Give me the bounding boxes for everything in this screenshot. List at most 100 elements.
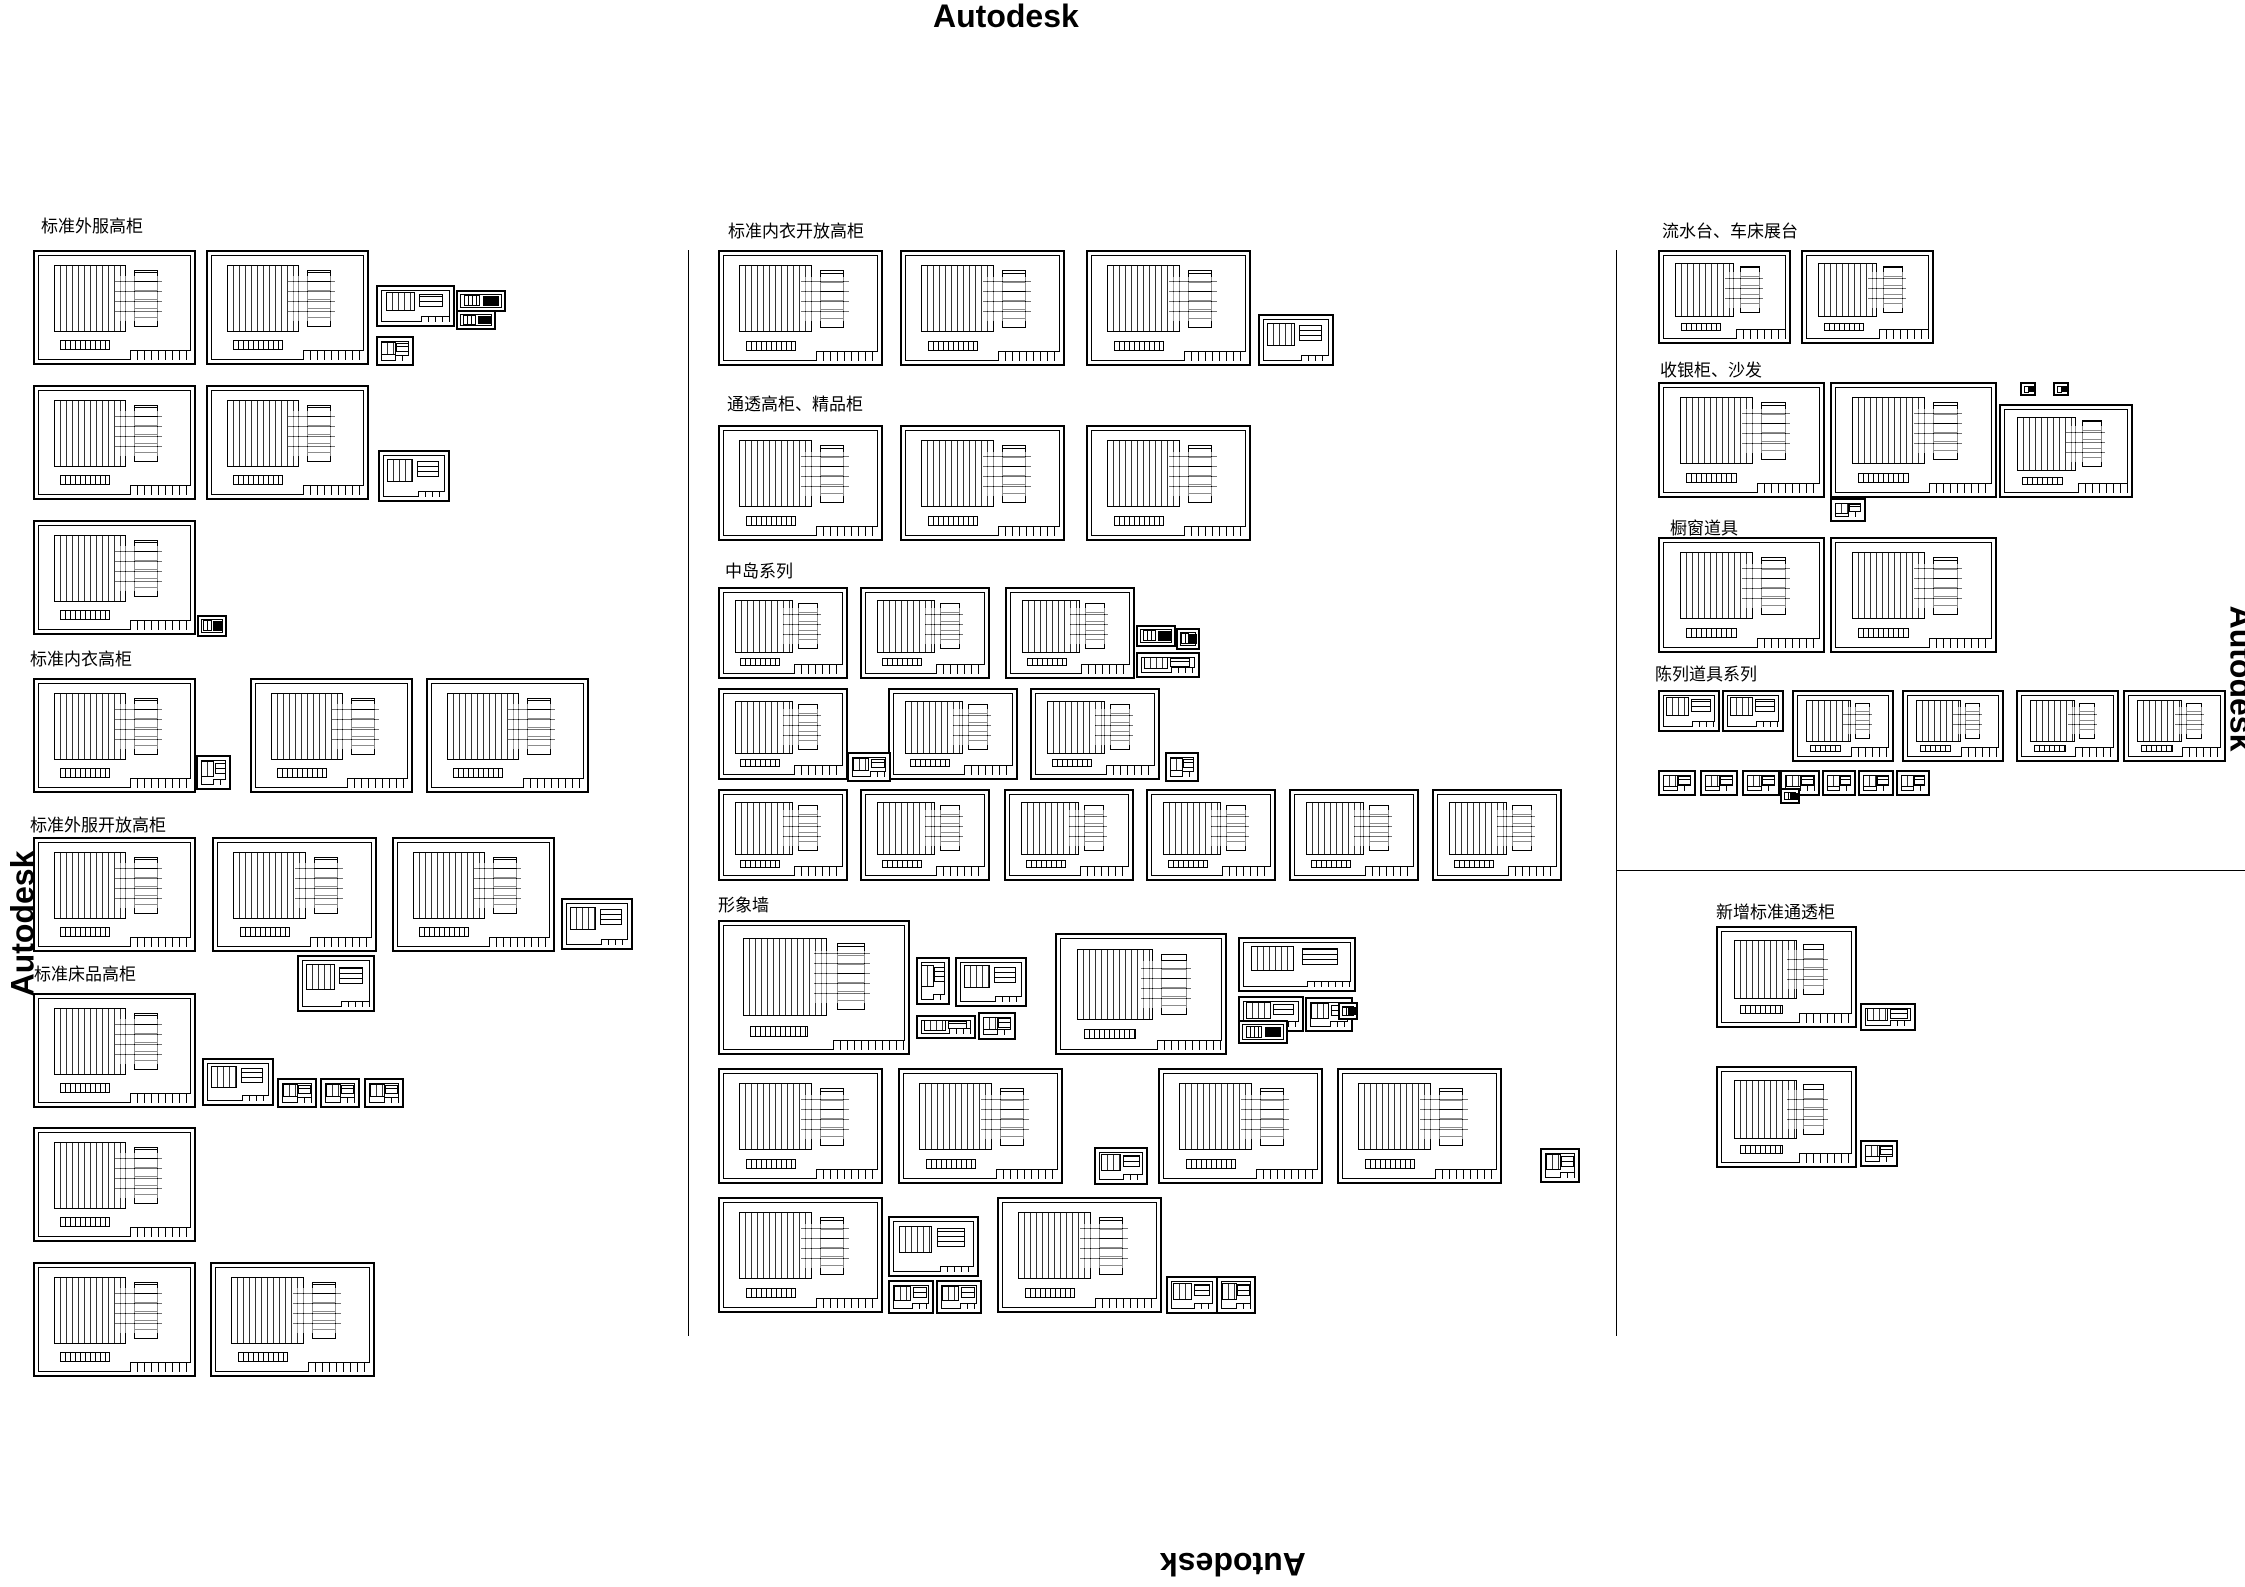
drawing-sheet-thumbnail[interactable]	[718, 1068, 883, 1184]
drawing-sheet-thumbnail[interactable]	[426, 678, 589, 793]
drawing-sheet-thumbnail[interactable]	[718, 587, 848, 679]
drawing-sheet-thumbnail[interactable]	[376, 336, 414, 366]
drawing-sheet-thumbnail[interactable]	[718, 1197, 883, 1313]
drawing-sheet-thumbnail[interactable]	[1136, 625, 1176, 647]
section-title-standard-outerwear-tall-cabinet[interactable]: 标准外服高柜	[41, 217, 143, 237]
drawing-sheet-thumbnail[interactable]	[1166, 1276, 1218, 1314]
section-title-window-props[interactable]: 橱窗道具	[1670, 519, 1738, 539]
drawing-sheet-thumbnail[interactable]	[1258, 314, 1334, 366]
drawing-sheet-thumbnail[interactable]	[33, 837, 196, 952]
drawing-sheet-thumbnail[interactable]	[1792, 690, 1894, 762]
drawing-sheet-thumbnail[interactable]	[378, 450, 450, 502]
drawing-sheet-thumbnail[interactable]	[1830, 537, 1997, 653]
drawing-sheet-thumbnail[interactable]	[297, 955, 375, 1012]
drawing-sheet-thumbnail[interactable]	[2123, 690, 2226, 762]
drawing-sheet-thumbnail[interactable]	[916, 957, 950, 1005]
section-title-standard-underwear-tall-cabinet[interactable]: 标准内衣高柜	[30, 650, 132, 670]
drawing-sheet-thumbnail[interactable]	[1004, 789, 1134, 881]
drawing-sheet-thumbnail[interactable]	[206, 250, 369, 365]
drawing-sheet-thumbnail[interactable]	[718, 920, 910, 1055]
drawing-sheet-thumbnail[interactable]	[1830, 382, 1997, 498]
drawing-sheet-thumbnail[interactable]	[1742, 770, 1780, 796]
drawing-sheet-thumbnail[interactable]	[202, 1058, 274, 1106]
drawing-sheet-thumbnail[interactable]	[900, 250, 1065, 366]
drawing-sheet-thumbnail[interactable]	[33, 250, 196, 365]
drawing-sheet-thumbnail[interactable]	[456, 290, 506, 312]
drawing-sheet-thumbnail[interactable]	[1700, 770, 1738, 796]
drawing-sheet-thumbnail[interactable]	[1146, 789, 1276, 881]
drawing-sheet-thumbnail[interactable]	[320, 1078, 360, 1108]
section-title-standard-underwear-open-tall-cabinet[interactable]: 标准内衣开放高柜	[728, 222, 864, 242]
drawing-sheet-thumbnail[interactable]	[197, 615, 227, 637]
drawing-sheet-thumbnail[interactable]	[1716, 1066, 1857, 1168]
drawing-sheet-thumbnail[interactable]	[718, 425, 883, 541]
drawing-sheet-thumbnail[interactable]	[33, 1127, 196, 1242]
drawing-sheet-thumbnail[interactable]	[978, 1012, 1016, 1040]
drawing-sheet-thumbnail[interactable]	[2016, 690, 2119, 762]
drawing-sheet-thumbnail[interactable]	[1165, 752, 1199, 782]
drawing-sheet-thumbnail[interactable]	[33, 678, 196, 793]
drawing-sheet-thumbnail[interactable]	[33, 385, 196, 500]
drawing-sheet-thumbnail[interactable]	[1086, 425, 1251, 541]
drawing-sheet-thumbnail[interactable]	[212, 837, 377, 952]
section-title-cashier-sofa[interactable]: 收银柜、沙发	[1660, 361, 1762, 381]
drawing-sheet-thumbnail[interactable]	[718, 250, 883, 366]
section-title-display-props-series[interactable]: 陈列道具系列	[1655, 665, 1757, 685]
drawing-sheet-thumbnail[interactable]	[936, 1280, 982, 1314]
drawing-sheet-thumbnail[interactable]	[1830, 498, 1866, 522]
drawing-sheet-thumbnail[interactable]	[364, 1078, 404, 1108]
section-title-image-wall[interactable]: 形象墙	[718, 896, 769, 916]
drawing-sheet-thumbnail[interactable]	[206, 385, 369, 500]
drawing-sheet-thumbnail[interactable]	[33, 1262, 196, 1377]
drawing-sheet-thumbnail[interactable]	[250, 678, 413, 793]
drawing-sheet-thumbnail[interactable]	[1722, 690, 1784, 732]
drawing-sheet-thumbnail[interactable]	[196, 755, 231, 790]
drawing-sheet-thumbnail[interactable]	[860, 789, 990, 881]
drawing-sheet-thumbnail[interactable]	[1158, 1068, 1323, 1184]
drawing-sheet-thumbnail[interactable]	[900, 425, 1065, 541]
drawing-sheet-thumbnail[interactable]	[33, 993, 196, 1108]
drawing-sheet-thumbnail[interactable]	[277, 1078, 317, 1108]
drawing-sheet-thumbnail[interactable]	[1902, 690, 2004, 762]
drawing-sheet-thumbnail[interactable]	[888, 688, 1018, 780]
drawing-sheet-thumbnail[interactable]	[1999, 404, 2133, 498]
drawing-sheet-thumbnail[interactable]	[1801, 250, 1934, 344]
drawing-sheet-thumbnail[interactable]	[955, 957, 1027, 1007]
drawing-sheet-thumbnail[interactable]	[847, 752, 891, 782]
section-title-standard-bedding-tall-cabinet[interactable]: 标准床品高柜	[34, 965, 136, 985]
drawing-sheet-thumbnail[interactable]	[1658, 382, 1825, 498]
section-title-counter-lathe-display[interactable]: 流水台、车床展台	[1662, 222, 1798, 242]
drawing-sheet-thumbnail[interactable]	[1086, 250, 1251, 366]
drawing-sheet-thumbnail[interactable]	[1337, 1068, 1502, 1184]
drawing-sheet-thumbnail[interactable]	[1860, 1140, 1898, 1167]
drawing-sheet-thumbnail[interactable]	[718, 789, 848, 881]
drawing-sheet-thumbnail[interactable]	[1030, 688, 1160, 780]
drawing-sheet-thumbnail[interactable]	[1658, 250, 1791, 344]
drawing-sheet-thumbnail[interactable]	[1658, 770, 1696, 796]
drawing-sheet-thumbnail[interactable]	[1780, 788, 1800, 804]
drawing-sheet-thumbnail[interactable]	[1338, 1002, 1358, 1020]
drawing-sheet-thumbnail[interactable]	[1658, 537, 1825, 653]
drawing-sheet-thumbnail[interactable]	[1432, 789, 1562, 881]
section-title-new-standard-transparent-cabinet[interactable]: 新增标准通透柜	[1716, 903, 1835, 923]
drawing-sheet-thumbnail[interactable]	[1238, 937, 1356, 992]
drawing-sheet-thumbnail[interactable]	[916, 1015, 976, 1039]
drawing-sheet-thumbnail[interactable]	[33, 520, 196, 635]
drawing-sheet-thumbnail[interactable]	[888, 1280, 934, 1314]
drawing-sheet-thumbnail[interactable]	[1858, 770, 1894, 796]
drawing-sheet-thumbnail[interactable]	[2053, 382, 2069, 396]
drawing-sheet-thumbnail[interactable]	[210, 1262, 375, 1377]
section-title-island-series[interactable]: 中岛系列	[725, 562, 793, 582]
drawing-sheet-thumbnail[interactable]	[1094, 1147, 1148, 1185]
section-title-standard-outerwear-open-tall-cabinet[interactable]: 标准外服开放高柜	[30, 816, 166, 836]
drawing-sheet-thumbnail[interactable]	[561, 898, 633, 950]
drawing-sheet-thumbnail[interactable]	[1822, 770, 1856, 796]
drawing-sheet-thumbnail[interactable]	[2020, 382, 2036, 396]
drawing-sheet-thumbnail[interactable]	[1216, 1276, 1256, 1314]
drawing-sheet-thumbnail[interactable]	[888, 1216, 979, 1277]
drawing-sheet-thumbnail[interactable]	[456, 310, 496, 330]
section-title-transparent-tall-cabinet-boutique[interactable]: 通透高柜、精品柜	[727, 395, 863, 415]
drawing-sheet-thumbnail[interactable]	[1289, 789, 1419, 881]
drawing-sheet-thumbnail[interactable]	[1176, 628, 1200, 650]
drawing-sheet-thumbnail[interactable]	[1238, 1020, 1288, 1044]
